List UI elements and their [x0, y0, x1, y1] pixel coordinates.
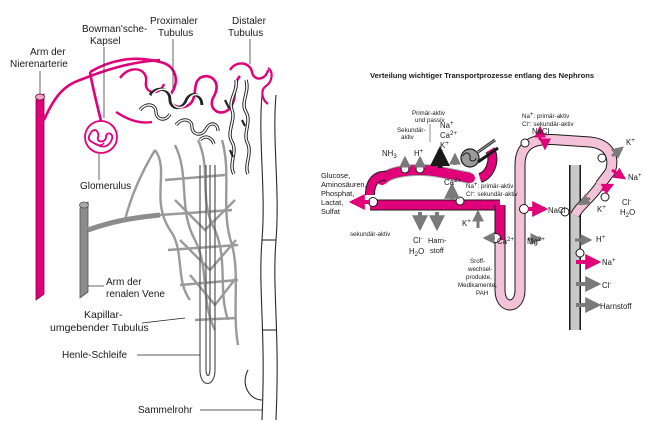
ion-na-top: Na+	[440, 120, 454, 130]
harnstoff-label-2: stoff	[430, 246, 445, 255]
stoffwechsel-label-1: Sroff-	[470, 258, 485, 265]
renal-vein-arm	[79, 201, 161, 299]
ion-nh3: NH3	[382, 149, 397, 160]
ion-ca-top: Ca2+	[440, 130, 457, 140]
h2o-right: H2O	[620, 208, 635, 219]
h2o-left: H2O	[409, 247, 424, 258]
na-primaer-label: Na+: primär-aktiv	[466, 181, 514, 190]
glomerulus-right	[460, 138, 499, 168]
ion-mg: Mg2+	[527, 236, 545, 246]
nacl-top: NaCl	[532, 127, 550, 136]
ion-h-right: H+	[596, 234, 606, 244]
proximal-label-1: Proximaler	[150, 16, 198, 27]
vene-label-2: renalen Vene	[106, 289, 165, 300]
stoffwechsel-label-3: produkte,	[466, 274, 492, 281]
glucose-label: Glucose,	[321, 171, 350, 180]
distal-label-1: Distaler	[232, 16, 267, 27]
harnstoff-label-1: Harn-	[428, 236, 447, 245]
ion-k-right-top: K+	[626, 137, 635, 147]
ion-k-right-mid: K+	[597, 204, 606, 214]
henle-label: Henle-Schleife	[62, 350, 127, 361]
kapillar-label-2: umgebender Tubulus	[50, 322, 149, 334]
ion-k-mid: K+	[462, 218, 471, 228]
arterie-label-1: Arm der	[30, 47, 66, 58]
cl-sekundaer-label: Cl-: sekundär-aktiv	[466, 189, 518, 198]
sammelrohr-label: Sammelrohr	[138, 405, 193, 416]
vene-label-1: Arm der	[106, 277, 142, 288]
proximal-label-2: Tubulus	[158, 28, 193, 39]
right-labels: Primär-aktiv und passiv Sekundär- aktiv …	[321, 110, 642, 311]
sek-aktiv-label: sekundär-aktiv	[350, 231, 391, 238]
kapillar-label-1: Kapillar-	[84, 309, 123, 321]
primaer-label-2: und passiv	[415, 117, 445, 124]
stoffwechsel-label-2: wechsel-	[467, 266, 492, 273]
stoffwechsel-label-4: Medikamente,	[458, 282, 497, 289]
bowman-label-2: Kapsel	[90, 36, 121, 47]
distal-tubulus	[224, 62, 273, 175]
ion-ca-mid: Ca2+	[444, 177, 461, 187]
peritubular-capillaries	[123, 139, 240, 346]
stoffwechsel-label-5: PAH	[476, 290, 488, 297]
ion-na-right: Na+	[628, 172, 642, 182]
bowman-label-1: Bowman'sche-	[82, 24, 147, 35]
ion-na-bottom: Na+	[602, 257, 616, 267]
sulfat-label: Sulfat	[321, 207, 340, 216]
na-primaer-top: Na+: primär-aktiv	[522, 111, 570, 120]
nephron-loop	[365, 133, 618, 330]
right-panel-title: Verteilung wichtiger Transportprozesse e…	[370, 71, 594, 80]
left-panel: Bowman'sche- Kapsel Proximaler Tubulus D…	[10, 16, 278, 421]
phosphat-label: Phosphat,	[321, 189, 354, 198]
aminosaeuren-label: Aminosäuren,	[321, 180, 367, 189]
henle-loop	[199, 165, 216, 385]
ion-cl-left: Cl-	[413, 235, 422, 245]
sekundaer-label-1: Sekundär-	[397, 127, 426, 134]
ion-ca-loop: Ca2+	[497, 236, 514, 246]
harnstoff-right: Harnstoff	[600, 302, 632, 311]
distal-label-2: Tubulus	[228, 28, 263, 39]
nacl-mid: NaCl	[548, 206, 566, 215]
ion-k-top: K+	[440, 140, 449, 150]
transport-arrows	[348, 125, 626, 313]
left-labels: Bowman'sche- Kapsel Proximaler Tubulus D…	[10, 16, 267, 416]
lactat-label: Lactat,	[321, 198, 343, 207]
sekundaer-label-2: aktiv	[401, 134, 415, 141]
proximal-tubulus	[89, 57, 242, 145]
right-panel: Verteilung wichtiger Transportprozesse e…	[321, 71, 642, 330]
ion-cl-right: Cl-	[622, 197, 631, 207]
glomerulus	[84, 71, 118, 154]
arterie-label-2: Nierenarterie	[10, 59, 68, 70]
ion-h-top: H+	[414, 148, 424, 158]
transporters	[368, 138, 610, 258]
glomerulus-label: Glomerulus	[80, 181, 131, 192]
collecting-duct	[244, 94, 278, 421]
cl-sekundaer-top: Cl-: sekundär-aktiv	[522, 119, 574, 128]
renal-artery-arm	[35, 58, 161, 301]
ion-cl-bottom: Cl-	[602, 280, 611, 290]
primaer-label-1: Primär-aktiv	[412, 110, 446, 117]
